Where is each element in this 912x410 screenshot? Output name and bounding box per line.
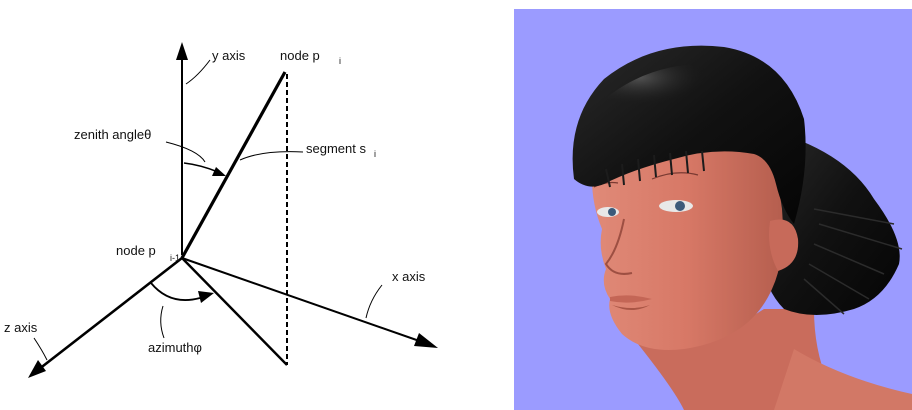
zenith-angle-arrowhead <box>212 167 226 176</box>
azimuth-angle-arc <box>150 282 201 301</box>
hair-highlight <box>594 63 724 119</box>
x-axis-arrowhead <box>414 333 438 348</box>
z-axis-arrowhead <box>28 360 46 378</box>
shoulder <box>774 349 912 410</box>
right-iris <box>675 201 685 211</box>
segment-label-leader <box>239 151 304 161</box>
left-iris <box>608 208 616 216</box>
segment-subscript: i <box>374 149 376 159</box>
node-pi-1-label: node p <box>116 243 156 258</box>
upper-lip <box>610 295 652 303</box>
zenith-label-leader <box>165 141 206 163</box>
azimuth-label: azimuthφ <box>148 340 202 355</box>
hair-strands-right <box>803 208 903 315</box>
node-pi-1-subscript: i-1 <box>170 253 180 263</box>
z-axis-line <box>33 256 183 375</box>
x-axis-label: x axis <box>392 269 426 284</box>
node-pi-label: node p <box>280 48 320 63</box>
y-axis-arrowhead <box>176 42 188 60</box>
lower-lip <box>612 305 650 310</box>
segment-projection-line <box>181 257 288 366</box>
azimuth-angle-arrowhead <box>198 291 214 303</box>
right-eyebrow <box>651 172 699 180</box>
z-axis-label: z axis <box>4 320 38 335</box>
node-pi-subscript: i <box>339 56 341 66</box>
bangs-strands <box>605 150 705 188</box>
azimuth-label-leader <box>160 305 165 339</box>
y-axis-label: y axis <box>212 48 246 63</box>
segment-label: segment s <box>306 141 366 156</box>
ear <box>769 219 799 271</box>
z-axis-label-leader <box>33 337 48 361</box>
x-axis-line <box>181 257 429 345</box>
hair-segment-geometry-diagram: y axis x axis z axis node p i node p i-1… <box>4 42 438 378</box>
face <box>591 127 783 350</box>
y-axis-label-leader <box>185 59 211 85</box>
x-axis-label-leader <box>365 284 383 319</box>
zenith-angle-arc <box>183 162 219 173</box>
nose <box>604 218 633 275</box>
zenith-angle-label: zenith angleθ <box>74 127 151 142</box>
segment-line <box>180 71 287 259</box>
rendered-head-with-hair <box>514 9 912 410</box>
